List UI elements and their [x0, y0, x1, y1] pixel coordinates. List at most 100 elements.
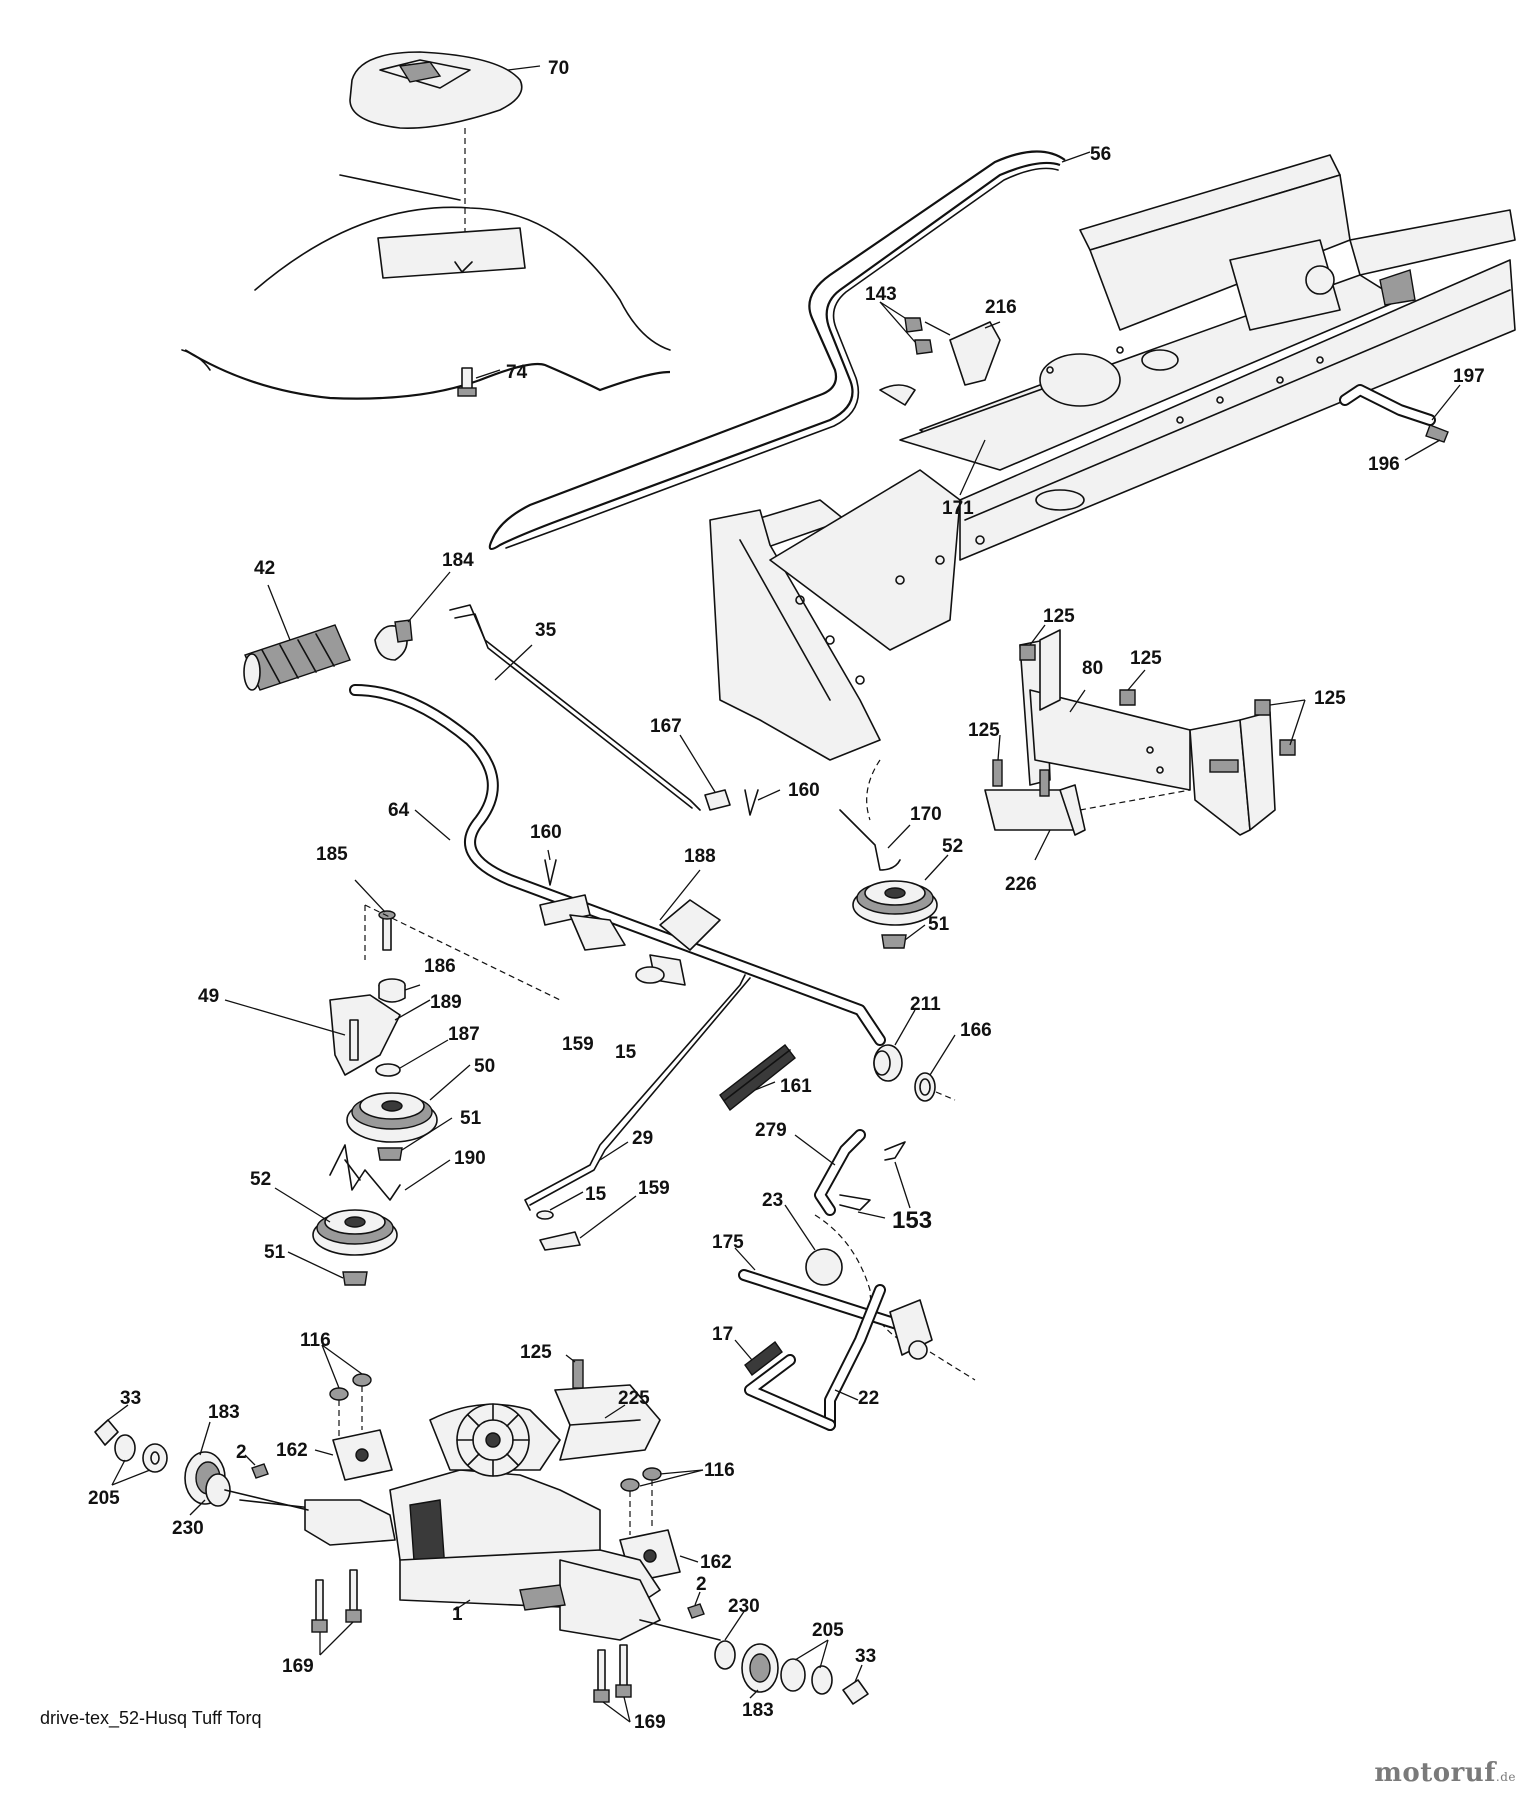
fender-body	[181, 174, 671, 400]
screw-part-74	[457, 367, 501, 397]
callout-52-a: 52	[942, 836, 963, 857]
callout-49: 49	[198, 986, 219, 1007]
grip-part-42	[243, 584, 351, 691]
bracket-part-216	[879, 301, 1001, 386]
knob-part-184	[374, 571, 451, 661]
bracket-part-225	[554, 1354, 661, 1461]
callout-160-a: 160	[788, 780, 820, 801]
diagram-caption: drive-tex_52-Husq Tuff Torq	[40, 1708, 262, 1728]
callout-125-a: 125	[1043, 606, 1075, 627]
drive-belt-part-56	[488, 150, 1091, 551]
callout-64: 64	[388, 800, 410, 821]
callout-42: 42	[254, 558, 275, 579]
lift-shaft-part-64	[349, 684, 886, 1046]
tractor-frame-chassis	[709, 154, 1516, 761]
axle-hardware-right	[687, 1591, 869, 1705]
callout-162-a: 162	[276, 1440, 308, 1461]
callout-183-b: 183	[742, 1700, 774, 1721]
callout-51-b: 51	[460, 1108, 482, 1129]
watermark-suffix: .de	[1495, 1770, 1516, 1784]
pin-rod-part-279	[794, 1129, 911, 1341]
spring-part-17	[734, 1339, 783, 1377]
callout-183-a: 183	[208, 1402, 240, 1423]
spring-part-161	[719, 1044, 796, 1112]
callout-169-b: 169	[634, 1712, 666, 1733]
callout-175: 175	[712, 1232, 744, 1253]
pedal-part-22	[744, 1284, 886, 1431]
callout-50: 50	[474, 1056, 495, 1077]
callout-116-b: 116	[704, 1460, 735, 1481]
callout-184: 184	[442, 550, 474, 571]
callout-187: 187	[448, 1024, 480, 1045]
nut-part-116	[321, 1344, 704, 1492]
callout-22: 22	[858, 1388, 879, 1409]
callout-169-a: 169	[282, 1656, 314, 1677]
callout-170: 170	[910, 804, 942, 825]
callout-116-a: 116	[300, 1330, 331, 1351]
callout-171: 171	[942, 498, 974, 519]
callout-33-a: 33	[120, 1388, 141, 1409]
callout-196: 196	[1368, 454, 1400, 475]
callout-230-b: 230	[728, 1596, 760, 1617]
idler-pulley-lower-part-52	[274, 1144, 451, 1286]
bushing-part-211	[873, 1009, 956, 1102]
callout-143: 143	[865, 284, 897, 305]
callout-167: 167	[650, 716, 682, 737]
callout-56: 56	[1090, 144, 1111, 165]
ring-part-23	[784, 1204, 843, 1286]
bolt-part-169	[311, 1569, 632, 1723]
callout-125-b: 125	[1130, 648, 1162, 669]
link-rod-part-29	[524, 974, 751, 1251]
callout-166: 166	[960, 1020, 992, 1041]
callout-159-a: 159	[562, 1034, 594, 1055]
callout-162-b: 162	[700, 1552, 732, 1573]
callout-labels: 70 56 74 143 216 197 196 171 42 184 35 1…	[88, 58, 1485, 1733]
callout-205-a: 205	[88, 1488, 120, 1509]
pulley-assembly-part-50	[224, 994, 471, 1161]
idler-pulley-part-52	[839, 759, 949, 949]
callout-188: 188	[684, 846, 716, 867]
callout-211: 211	[910, 994, 941, 1015]
callout-197: 197	[1453, 366, 1485, 387]
callout-33-b: 33	[855, 1646, 876, 1667]
callout-159-b: 159	[638, 1178, 670, 1199]
callout-29: 29	[632, 1128, 653, 1149]
callout-190: 190	[454, 1148, 486, 1169]
rod-part-35	[449, 604, 701, 811]
callout-279: 279	[755, 1120, 787, 1141]
callout-23: 23	[762, 1190, 783, 1211]
callout-70: 70	[548, 58, 569, 79]
callout-225: 225	[618, 1388, 650, 1409]
callout-2-b: 2	[696, 1574, 707, 1595]
callout-15-b: 15	[585, 1184, 607, 1205]
callout-80: 80	[1082, 658, 1103, 679]
bolt-part-185	[354, 879, 561, 1003]
callout-161: 161	[780, 1076, 812, 1097]
callout-160-b: 160	[530, 822, 562, 843]
fender-cover-part-70	[349, 51, 541, 255]
bracket-part-188	[539, 869, 721, 986]
callout-52-b: 52	[250, 1169, 271, 1190]
watermark-name: motoruf	[1374, 1758, 1496, 1788]
callout-17: 17	[712, 1324, 733, 1345]
callout-205-b: 205	[812, 1620, 844, 1641]
callout-125-d: 125	[968, 720, 1000, 741]
callout-51-a: 51	[928, 914, 950, 935]
axle-hardware-left	[94, 1404, 309, 1516]
callout-185: 185	[316, 844, 348, 865]
callout-189: 189	[430, 992, 462, 1013]
callout-230-a: 230	[172, 1518, 204, 1539]
callout-74: 74	[506, 362, 528, 383]
pedal-rod-part-197	[1339, 384, 1461, 461]
callout-125-c: 125	[1314, 688, 1346, 709]
callout-35: 35	[535, 620, 557, 641]
clip-part-160	[544, 789, 781, 886]
callout-2-a: 2	[236, 1442, 247, 1463]
callout-51-c: 51	[264, 1242, 286, 1263]
bracket-part-80	[1019, 624, 1306, 836]
callout-153: 153	[892, 1207, 932, 1234]
clip-part-167	[679, 734, 731, 811]
callout-15-a: 15	[615, 1042, 637, 1063]
callout-216: 216	[985, 297, 1017, 318]
